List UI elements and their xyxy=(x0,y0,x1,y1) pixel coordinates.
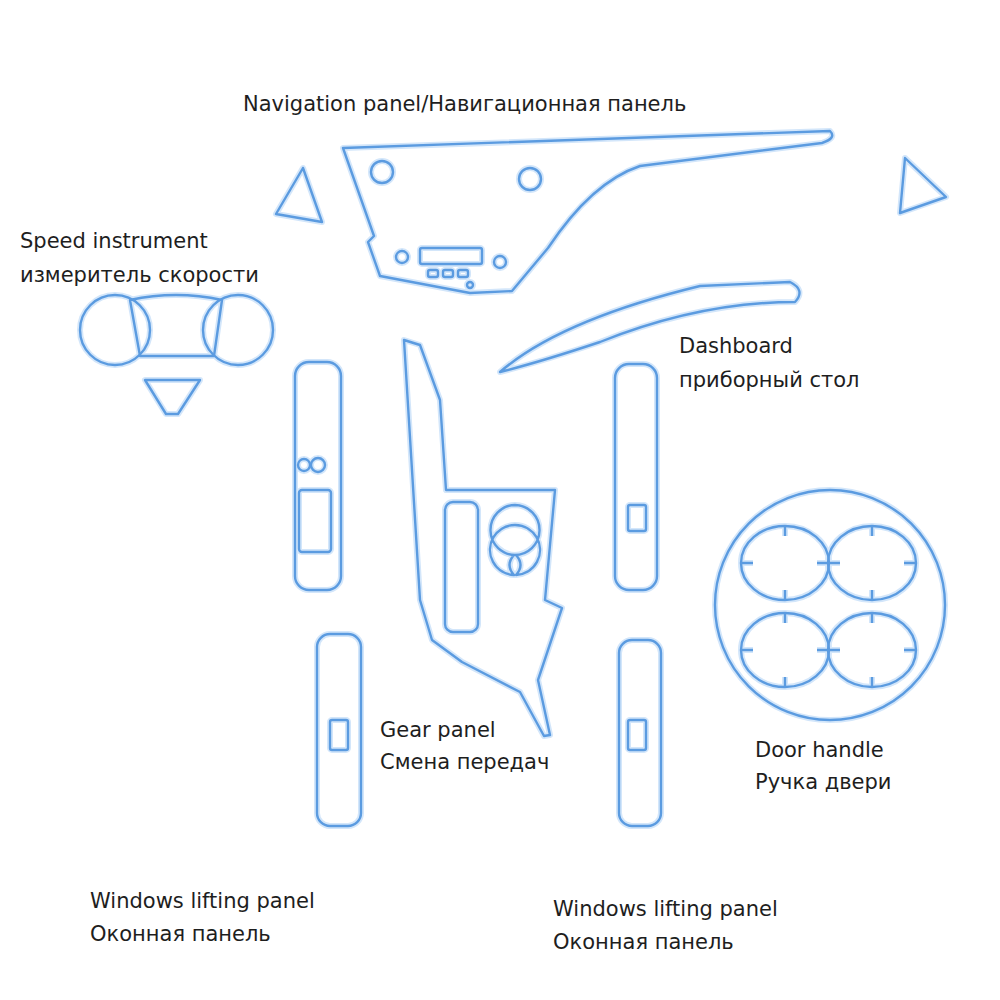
part-label: Gear panel xyxy=(380,718,496,743)
part-label: Dashboard xyxy=(679,334,793,359)
part-label: Windows lifting panel xyxy=(90,889,315,914)
part-label: Оконная панель xyxy=(90,922,271,947)
part-label: Смена передач xyxy=(380,750,549,775)
part-label: Ручка двери xyxy=(755,770,892,795)
part-label: Windows lifting panel xyxy=(553,897,778,922)
part-label: Navigation panel/Навигационная панель xyxy=(243,92,686,117)
part-label: приборный стол xyxy=(679,368,860,393)
part-label: Speed instrument xyxy=(20,229,208,254)
part-label: измеритель скорости xyxy=(20,263,259,288)
part-label: Door handle xyxy=(755,738,884,763)
part-label: Оконная панель xyxy=(553,930,734,955)
